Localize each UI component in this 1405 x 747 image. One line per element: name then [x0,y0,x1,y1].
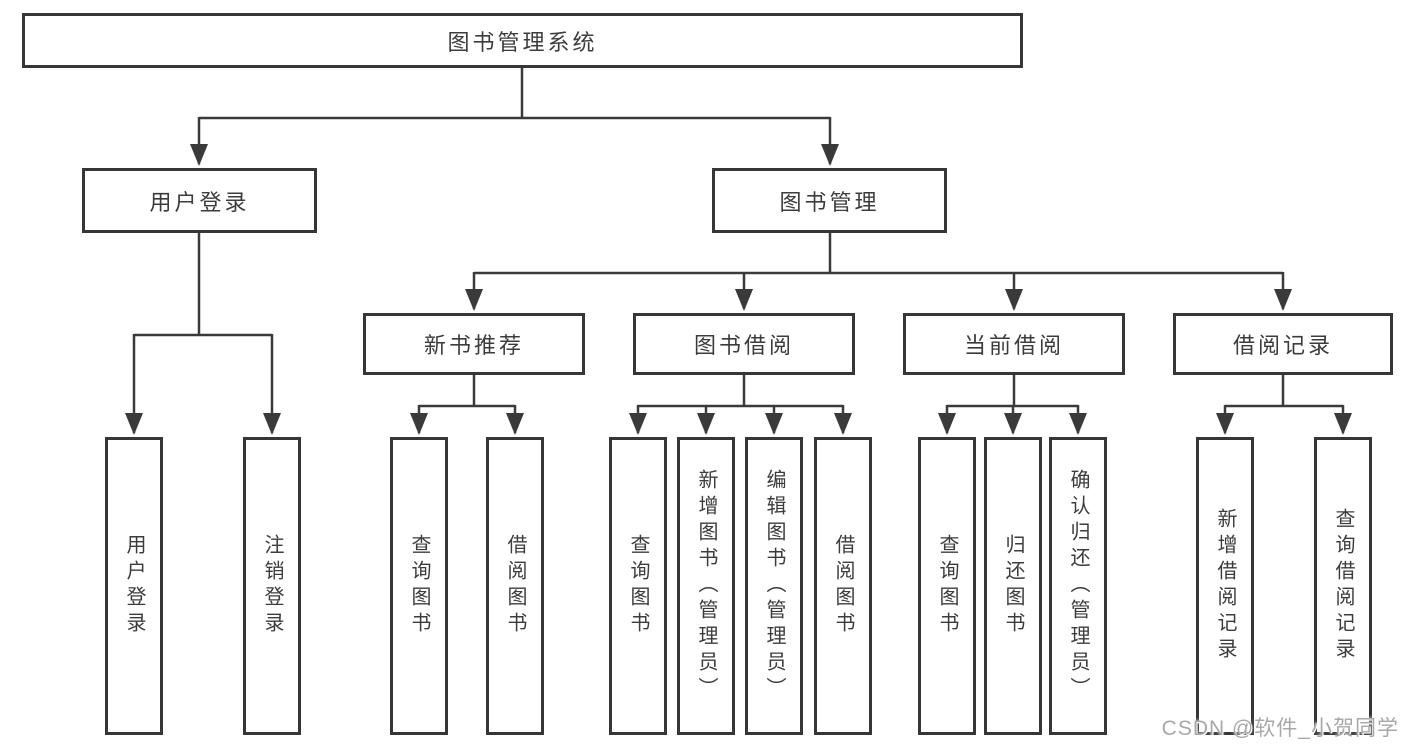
leaf-query-borrow-record-label: 查询借阅记录 [1332,508,1354,664]
leaf-user-login: 用户登录 [105,437,163,735]
node-current-borrow-label: 当前借阅 [963,333,1064,358]
node-book-borrow: 图书借阅 [633,313,855,375]
leaf-query-book-2-label: 查询图书 [627,534,649,638]
node-user-login-label: 用户登录 [149,189,250,215]
leaf-query-borrow-record: 查询借阅记录 [1314,437,1372,735]
leaf-edit-book-admin: 编辑图书（管理员） [745,437,803,735]
leaf-query-book-3-label: 查询图书 [936,534,958,638]
node-borrow-record-label: 借阅记录 [1232,333,1333,358]
node-book-management-label: 图书管理 [779,189,880,215]
node-library-system-label: 图书管理系统 [447,29,598,55]
leaf-edit-book-admin-label: 编辑图书（管理员） [763,469,785,703]
leaf-add-borrow-record-label: 新增借阅记录 [1214,508,1236,664]
csdn-watermark: CSDN @软件_小贺同学 [1161,717,1399,740]
leaf-query-book-1: 查询图书 [390,437,448,735]
node-user-login: 用户登录 [82,168,317,233]
node-borrow-record: 借阅记录 [1173,313,1393,375]
leaf-user-login-label: 用户登录 [123,534,145,638]
node-current-borrow: 当前借阅 [903,313,1125,375]
leaf-borrow-book-1: 借阅图书 [486,437,544,735]
leaf-borrow-book-1-label: 借阅图书 [504,534,526,638]
leaf-return-book-label: 归还图书 [1002,534,1024,638]
leaf-add-book-admin: 新增图书（管理员） [677,437,735,735]
node-book-borrow-label: 图书借阅 [693,333,794,358]
node-new-book-recommend: 新书推荐 [363,313,585,375]
leaf-confirm-return-admin: 确认归还（管理员） [1049,437,1107,735]
node-new-book-recommend-label: 新书推荐 [423,333,524,358]
leaf-query-book-3: 查询图书 [918,437,976,735]
leaf-logout-label: 注销登录 [261,534,283,638]
leaf-return-book: 归还图书 [984,437,1042,735]
leaf-borrow-book-2-label: 借阅图书 [832,534,854,638]
leaf-query-book-2: 查询图书 [609,437,667,735]
node-book-management: 图书管理 [712,168,947,233]
leaf-confirm-return-admin-label: 确认归还（管理员） [1067,469,1089,703]
leaf-add-borrow-record: 新增借阅记录 [1196,437,1254,735]
leaf-borrow-book-2: 借阅图书 [814,437,872,735]
leaf-query-book-1-label: 查询图书 [408,534,430,638]
leaf-logout: 注销登录 [243,437,301,735]
node-library-system: 图书管理系统 [22,13,1023,68]
leaf-add-book-admin-label: 新增图书（管理员） [695,469,717,703]
